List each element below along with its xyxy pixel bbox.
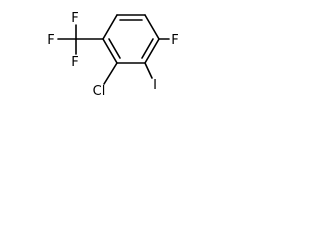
ring-bond-upper-right [144,14,160,40]
atom-label-cl: Cl [93,84,106,99]
ring-double-bond-left [108,38,121,59]
atom-label-f-top-left: F [71,11,78,26]
ring-bond-lower-right [144,38,160,64]
molecule-diagram: F F F Cl I F [47,11,178,99]
ring-bond-upper-left [102,14,118,40]
atom-label-f-bottom-left: F [71,55,78,70]
atom-label-f-right: F [171,33,178,48]
bond-ring-to-i [144,62,153,79]
ring-bond-lower-left [102,38,118,64]
ring-double-bond-right [141,38,154,59]
atom-label-i: I [153,78,157,93]
atom-label-f-left: F [47,33,54,48]
bond-ring-to-cl [103,62,118,85]
